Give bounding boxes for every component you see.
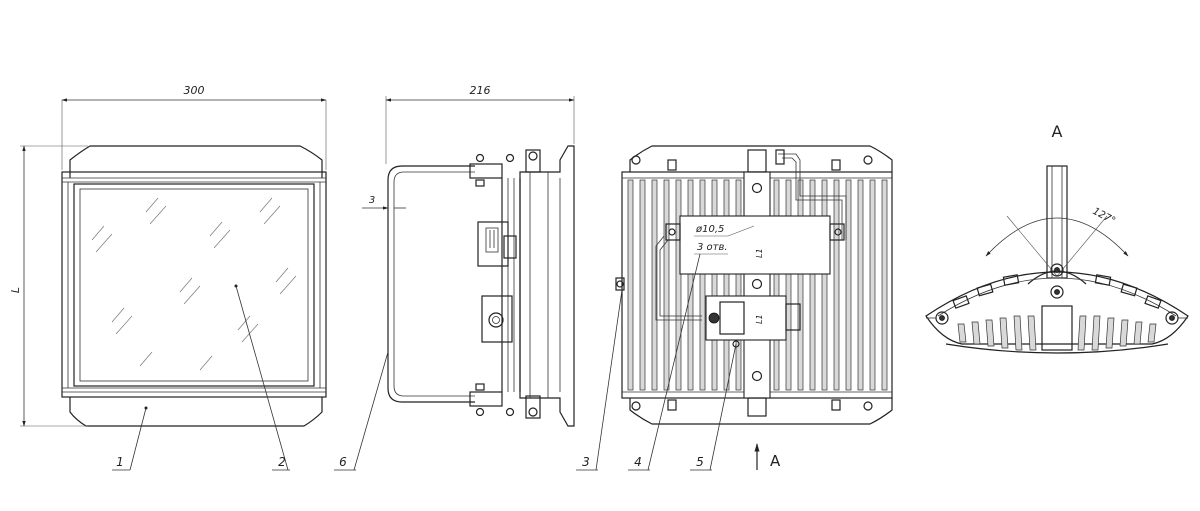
rear-view: ø10,5 3 отв. L1 L1 3 4 5 A — [576, 145, 893, 471]
height-dimension: L — [9, 287, 22, 293]
glass-hatch — [91, 197, 297, 371]
callout-1: 1 — [116, 455, 124, 469]
side-depth-dimension: 216 — [470, 84, 491, 97]
terminal-label-upper: L1 — [755, 248, 764, 258]
tilt-angle: 127° — [1091, 206, 1117, 227]
hole-spec-count: 3 отв. — [697, 242, 728, 253]
view-arrow-label: A — [770, 452, 781, 470]
callout-3: 3 — [582, 455, 590, 469]
frame-gap-dimension: 3 — [369, 195, 375, 206]
side-view: 216 3 6 — [334, 84, 575, 471]
view-a-title: A — [1052, 122, 1063, 141]
view-a-fins — [957, 315, 1157, 351]
hole-spec-diameter: ø10,5 — [695, 224, 724, 235]
front-width-dimension: 300 — [184, 84, 205, 97]
view-a: A 127° — [925, 122, 1189, 354]
callout-4: 4 — [634, 455, 642, 469]
callout-6: 6 — [339, 455, 347, 469]
callout-2: 2 — [278, 455, 286, 469]
terminal-label-lower: L1 — [755, 314, 764, 324]
lens-slots — [952, 274, 1162, 309]
front-view: 300 L 1 2 — [9, 84, 327, 471]
heat-sink-fins — [627, 179, 888, 391]
callout-5: 5 — [696, 455, 704, 469]
